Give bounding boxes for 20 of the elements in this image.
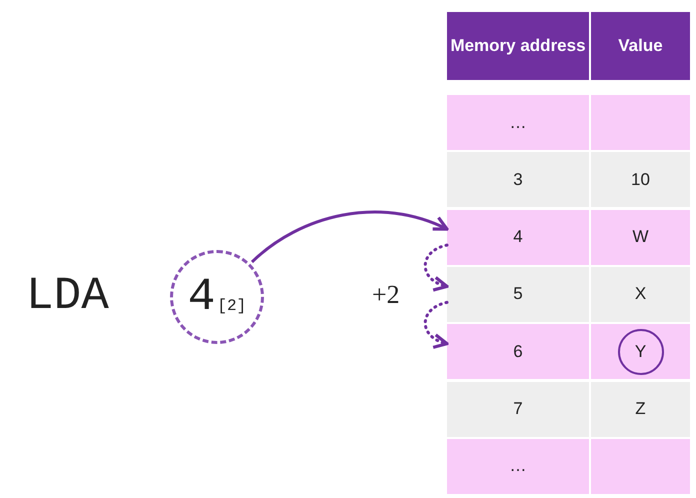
table-cell: W [591, 210, 690, 265]
table-cell: 10 [591, 152, 690, 208]
table-cell: … [447, 95, 589, 150]
circled-value: Y [618, 328, 664, 375]
table-cell: … [447, 438, 589, 494]
table-cell: 4 [447, 210, 589, 265]
header-cell: Memory address [447, 12, 589, 80]
table-cell: 6 [447, 324, 589, 380]
table-cell: X [591, 266, 690, 322]
dotted-arrow [424, 300, 449, 348]
table-cell: 7 [447, 382, 589, 436]
arrow [251, 210, 449, 264]
table-cell: 3 [447, 152, 589, 208]
table-cell: 5 [447, 266, 589, 322]
table-cell: Z [591, 382, 690, 436]
dotted-arrow [424, 244, 449, 291]
offset-label: +2 [372, 280, 400, 310]
dashed-circle: 4[2] [170, 250, 264, 344]
instruction-text: LDA [26, 269, 109, 324]
header-cell: Value [591, 12, 690, 80]
